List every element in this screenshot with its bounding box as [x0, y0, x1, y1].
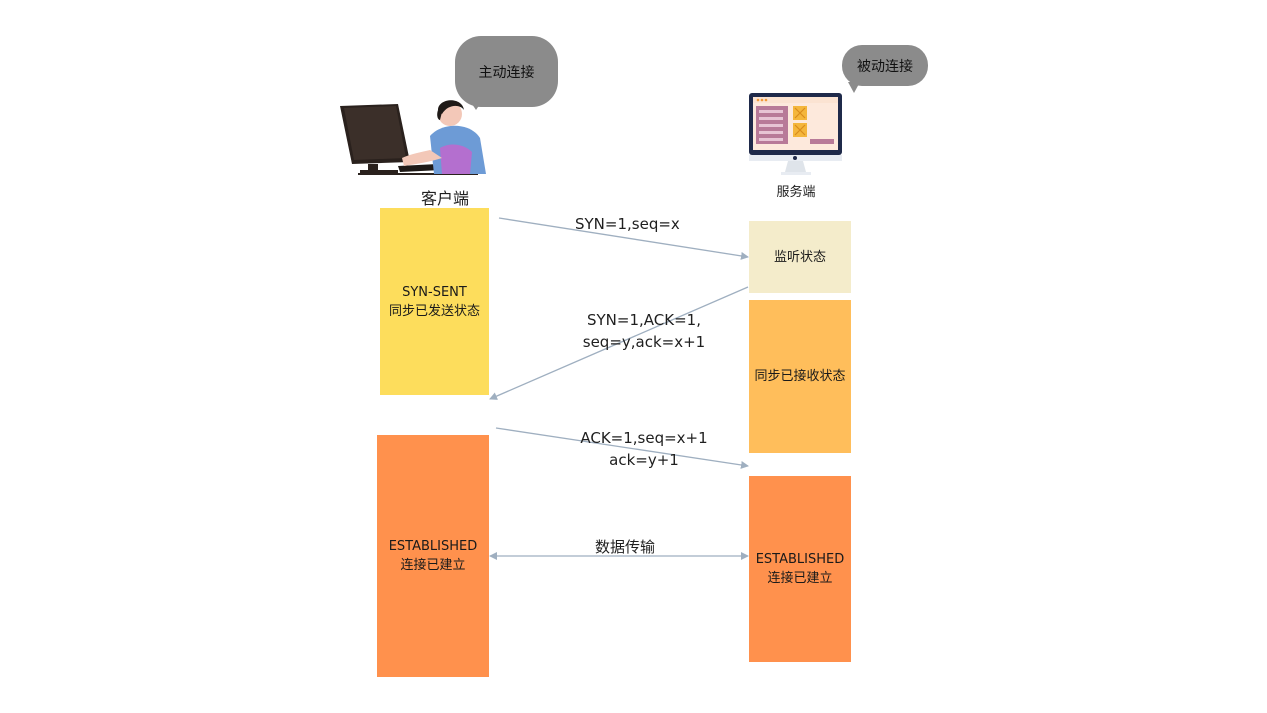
client-established-state: ESTABLISHED 连接已建立: [377, 435, 489, 677]
client-bubble-text: 主动连接: [478, 64, 535, 81]
ack-line2: ack=y+1: [609, 451, 679, 469]
ack-message-label: ACK=1,seq=x+1 ack=y+1: [578, 427, 710, 471]
server-listen-state: 监听状态: [749, 221, 851, 293]
server-established-line1: ESTABLISHED: [755, 552, 845, 567]
syn-ack-message-label: SYN=1,ACK=1, seq=y,ack=x+1: [578, 309, 710, 353]
client-label: 客户端: [420, 189, 469, 208]
ack-arrow: [495, 427, 749, 469]
syn-message-label: SYN=1,seq=x: [575, 215, 680, 233]
server-speech-bubble: 被动连接: [842, 45, 928, 86]
server-label: 服务端: [776, 185, 816, 200]
person-at-computer-icon: [340, 100, 486, 175]
syn-received-line1: 同步已接收状态: [754, 369, 846, 384]
listen-line1: 监听状态: [773, 249, 826, 265]
server-bubble-text: 被动连接: [857, 58, 913, 75]
client-established-line1: ESTABLISHED: [388, 539, 478, 554]
server-illustration: [748, 92, 844, 176]
server-established-line2: 连接已建立: [767, 571, 833, 586]
client-bubble-tail: [468, 98, 484, 110]
desktop-monitor-icon: [749, 93, 842, 175]
server-established-state: ESTABLISHED 连接已建立: [749, 476, 851, 662]
ack-line1: ACK=1,seq=x+1: [580, 429, 708, 447]
syn-ack-line1: SYN=1,ACK=1,: [587, 311, 701, 329]
client-illustration: [338, 92, 490, 178]
syn-arrow: [498, 217, 749, 260]
syn-ack-line2: seq=y,ack=x+1: [582, 333, 706, 351]
syn-sent-line2: 同步已发送状态: [388, 303, 480, 319]
client-syn-sent-state: SYN-SENT 同步已发送状态: [380, 208, 489, 395]
syn-ack-arrow: [489, 286, 749, 400]
client-established-line2: 连接已建立: [400, 558, 466, 573]
syn-sent-line1: SYN-SENT: [402, 284, 467, 300]
data-transfer-label: 数据传输: [595, 538, 656, 556]
server-bubble-tail: [848, 82, 860, 93]
client-speech-bubble: 主动连接: [455, 36, 558, 107]
server-syn-received-state: 同步已接收状态: [749, 300, 851, 453]
